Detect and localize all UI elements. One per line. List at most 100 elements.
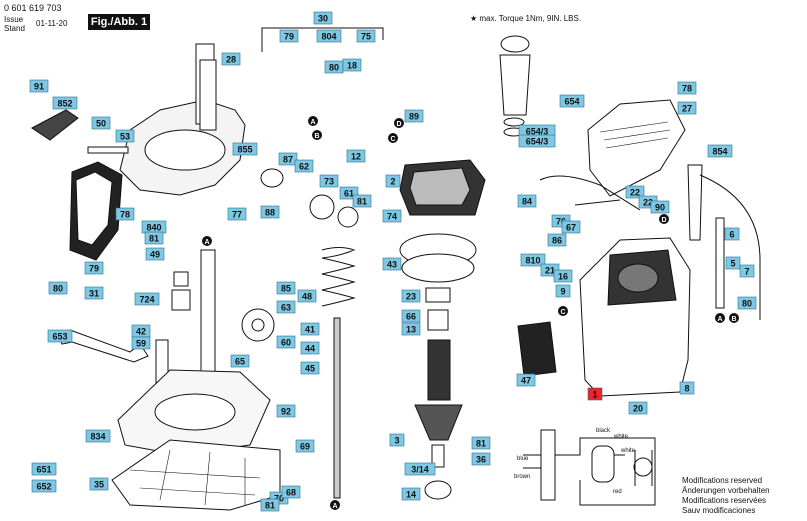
part-label-62: 62 [294, 159, 314, 173]
part-label-48: 48 [297, 289, 317, 303]
svg-text:D: D [396, 121, 401, 128]
footer-notes: Modifications reserved Änderungen vorbeh… [682, 476, 770, 516]
stator-2 [399, 159, 486, 216]
svg-text:68: 68 [286, 488, 296, 498]
svg-text:840: 840 [146, 223, 161, 233]
svg-text:87: 87 [283, 155, 293, 165]
svg-text:22: 22 [643, 198, 653, 208]
svg-text:12: 12 [351, 152, 361, 162]
part-label-44: 44 [300, 341, 320, 355]
svg-text:91: 91 [34, 82, 44, 92]
svg-text:A: A [310, 119, 315, 126]
wire-label-brown: brown [514, 474, 530, 480]
part-label-75: 75 [356, 29, 376, 43]
wiring-loop [555, 437, 656, 506]
switch-47 [517, 321, 557, 377]
note-fr: Modifications reservées [682, 496, 767, 505]
svg-text:C: C [560, 309, 565, 316]
svg-text:81: 81 [476, 439, 486, 449]
part-label-724: 724 [134, 292, 160, 306]
svg-text:A: A [717, 316, 722, 323]
brush-holder-6 [715, 217, 725, 309]
part-label-81: 81 [144, 231, 164, 245]
svg-text:60: 60 [281, 338, 291, 348]
svg-text:13: 13 [406, 325, 416, 335]
svg-text:80: 80 [53, 284, 63, 294]
svg-text:D: D [661, 217, 666, 224]
wiring-switch-block [540, 429, 556, 501]
svg-text:18: 18 [347, 61, 357, 71]
part-label-7: 7 [739, 264, 755, 278]
cap-27 [587, 99, 686, 197]
svg-text:653: 653 [52, 332, 67, 342]
part-label-47: 47 [516, 373, 536, 387]
depth-stop-63 [241, 308, 275, 342]
svg-text:59: 59 [136, 339, 146, 349]
part-label-90: 90 [650, 200, 670, 214]
part-number: 0 601 619 703 [4, 3, 62, 13]
part-label-810: 810 [520, 253, 546, 267]
cord-protector-854 [687, 164, 761, 320]
part-label-43: 43 [382, 257, 402, 271]
part-label-88: 88 [260, 205, 280, 219]
part-label-9: 9 [555, 284, 571, 298]
svg-text:14: 14 [406, 490, 416, 500]
collet-724 [171, 271, 191, 311]
svg-text:41: 41 [305, 325, 315, 335]
svg-text:48: 48 [302, 292, 312, 302]
part-label-42: 42 [131, 324, 151, 338]
part-label-1-highlight: 1 [587, 387, 603, 401]
svg-text:76: 76 [556, 217, 566, 227]
svg-text:21: 21 [545, 266, 555, 276]
part-label-77: 77 [227, 207, 247, 221]
knob-73 [309, 194, 335, 220]
svg-text:79: 79 [284, 32, 294, 42]
part-label-80: 80 [324, 60, 344, 74]
part-label-49: 49 [145, 247, 165, 261]
part-label-41: 41 [300, 322, 320, 336]
part-label-16: 16 [553, 269, 573, 283]
svg-text:1: 1 [592, 390, 597, 400]
part-label-67: 67 [561, 220, 581, 234]
part-label-653: 653 [47, 329, 73, 343]
part-label-14: 14 [401, 487, 421, 501]
svg-text:3: 3 [394, 436, 399, 446]
router-base-housing [119, 43, 246, 196]
part-label-852: 852 [52, 96, 78, 110]
svg-text:81: 81 [357, 197, 367, 207]
svg-text:804: 804 [321, 32, 336, 42]
fan-housing-43 [399, 233, 477, 283]
svg-text:70: 70 [274, 494, 284, 504]
svg-text:A: A [204, 239, 209, 246]
part-label-855: 855 [232, 142, 258, 156]
group-bracket-30 [261, 27, 384, 52]
part-label-13: 13 [401, 322, 421, 336]
wiring-input-leads [523, 454, 541, 469]
svg-text:5: 5 [730, 259, 735, 269]
part-label-30: 30 [313, 11, 333, 25]
svg-text:A: A [332, 503, 337, 510]
svg-text:47: 47 [521, 376, 531, 386]
screw-50 [87, 146, 129, 154]
svg-text:B: B [314, 133, 319, 140]
internal-wire-2 [574, 199, 621, 206]
part-label-2: 2 [385, 174, 401, 188]
motor-housing-20 [579, 237, 691, 397]
part-label-92: 92 [276, 404, 296, 418]
svg-text:16: 16 [558, 272, 568, 282]
wire-label-blue: blue [517, 456, 529, 462]
wire-label-red: red [613, 489, 622, 495]
svg-text:42: 42 [136, 327, 146, 337]
connector-marker-d: D [394, 118, 404, 128]
part-label-87: 87 [278, 152, 298, 166]
svg-text:73: 73 [324, 177, 334, 187]
svg-text:9: 9 [560, 287, 565, 297]
part-label-31: 31 [84, 286, 104, 300]
part-label-3-14: 3/14 [404, 462, 436, 476]
svg-text:77: 77 [232, 210, 242, 220]
part-label-80: 80 [48, 281, 68, 295]
stand-label: Stand [4, 24, 25, 33]
issue-stand-labels: Issue Stand [4, 15, 25, 33]
